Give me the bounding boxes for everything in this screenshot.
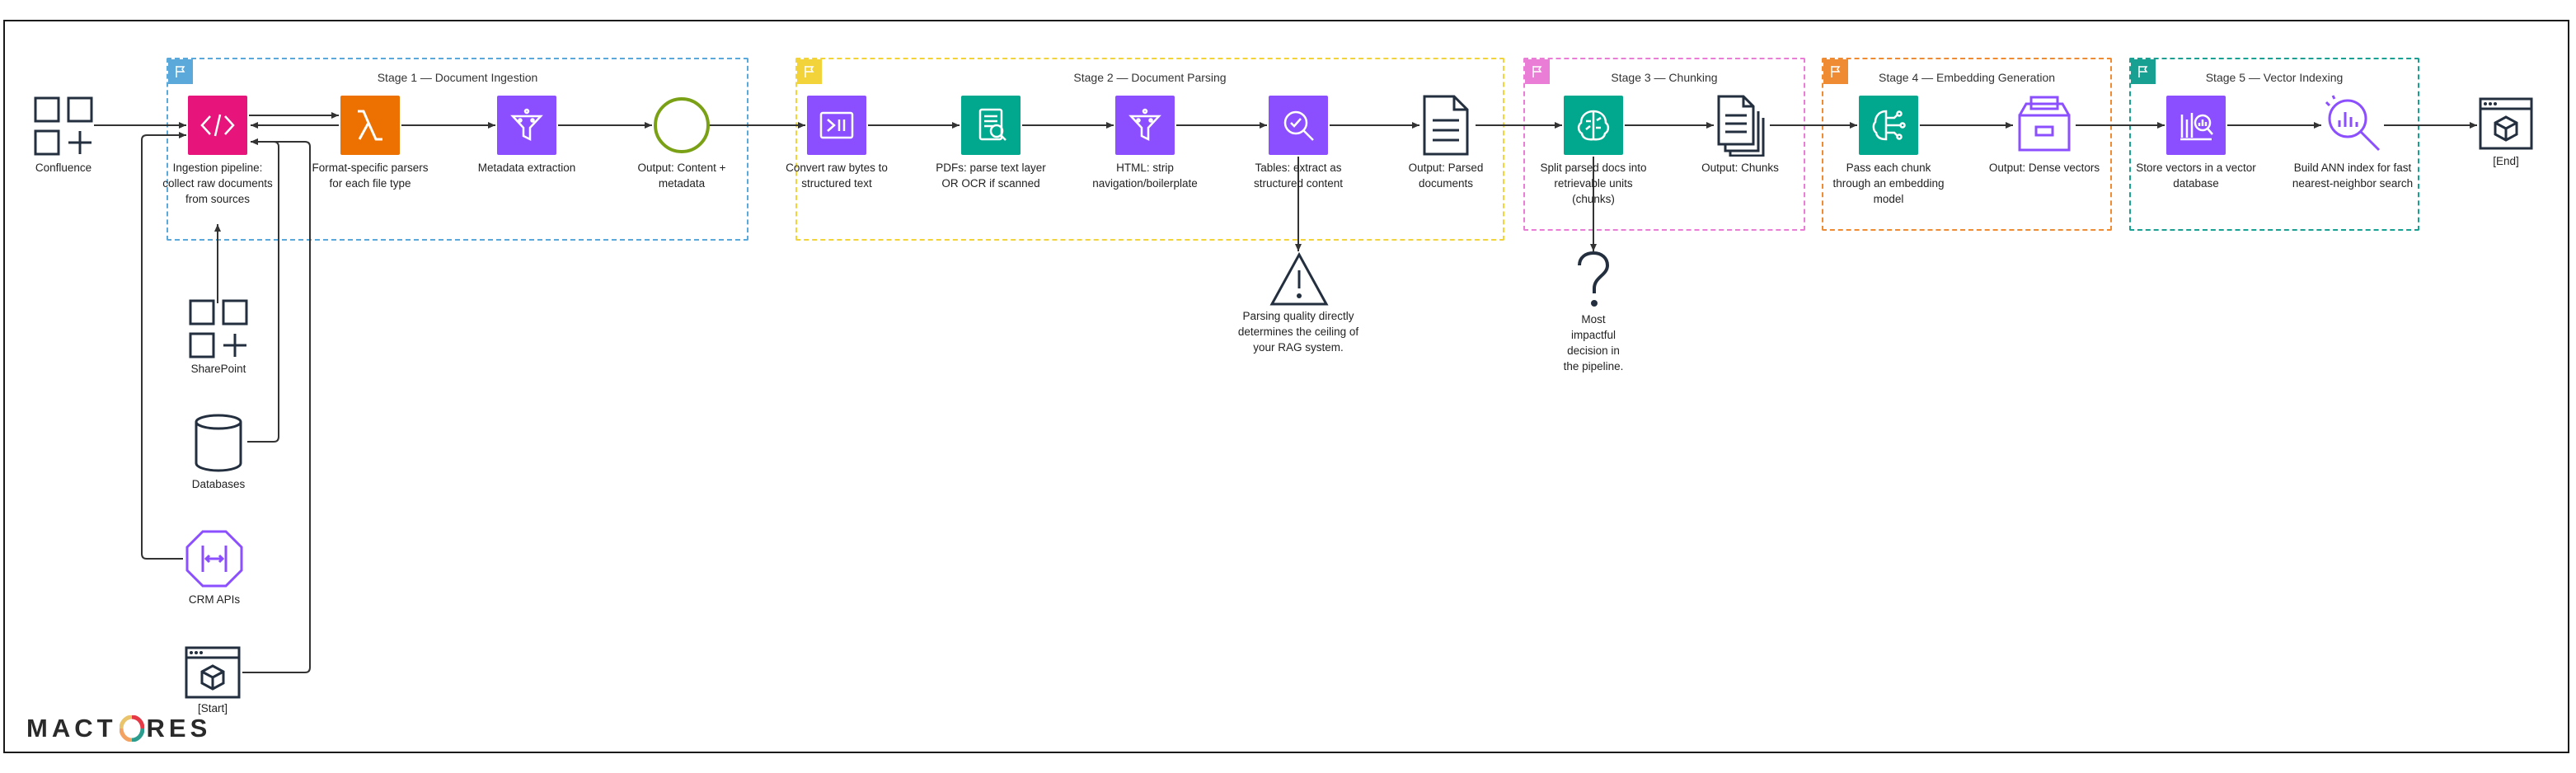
parsers-label: Format-specific parsers for each file ty… <box>312 162 429 190</box>
flag-icon <box>2131 59 2156 84</box>
embed-node[interactable] <box>1859 96 1918 155</box>
document-scan-icon <box>978 108 1006 141</box>
convert-node[interactable] <box>807 96 866 155</box>
logo-o-icon <box>119 715 144 742</box>
api-gateway-icon <box>185 529 244 588</box>
stage-2-box: Stage 2 — Document Parsing <box>795 58 1504 241</box>
confluence-label: Confluence <box>35 162 92 174</box>
archive-icon[interactable] <box>2015 94 2074 153</box>
model-icon <box>1872 110 1906 141</box>
output-chunks-label: Output: Chunks <box>1701 162 1779 174</box>
lambda-icon <box>358 110 382 141</box>
edge-crm-ingestion <box>141 132 186 560</box>
store-node[interactable] <box>2166 96 2226 155</box>
brain-icon <box>1577 110 1610 141</box>
store-label: Store vectors in a vector database <box>2136 162 2256 190</box>
stage-4-box: Stage 4 — Embedding Generation <box>1822 58 2112 231</box>
crm-label: CRM APIs <box>188 593 241 606</box>
tables-label: Tables: extract as structured content <box>1253 162 1344 190</box>
ann-label: Build ANN index for fast nearest-neighbo… <box>2292 162 2414 190</box>
stage-4-title: Stage 4 — Embedding Generation <box>1878 71 2056 84</box>
chunking-note-label: Most impactful decision in the pipeline. <box>1563 313 1624 372</box>
parsers-node[interactable] <box>340 96 400 155</box>
stage-1-title: Stage 1 — Document Ingestion <box>377 71 538 84</box>
ingestion-icon <box>200 114 235 137</box>
ingestion-pipeline-node[interactable] <box>188 96 247 155</box>
stage-5-title: Stage 5 — Vector Indexing <box>2205 71 2344 84</box>
search-chart-icon[interactable] <box>2323 94 2382 153</box>
metadata-node[interactable] <box>497 96 556 155</box>
start-label: [Start] <box>197 702 228 714</box>
embed-label: Pass each chunk through an embedding mod… <box>1832 162 1945 205</box>
ingestion-pipeline-label: Ingestion pipeline: collect raw document… <box>162 162 273 205</box>
end-window-icon[interactable] <box>2479 97 2533 150</box>
documents-icon[interactable] <box>1715 94 1768 157</box>
document-icon[interactable] <box>1421 94 1471 157</box>
magnifier-icon <box>1283 110 1314 141</box>
mactores-logo: MACT RES <box>26 714 211 743</box>
stage-3-box: Stage 3 — Chunking <box>1523 58 1805 231</box>
parsing-note-label: Parsing quality directly determines the … <box>1237 310 1359 354</box>
start-window-icon[interactable] <box>185 646 241 699</box>
confluence-icon <box>33 96 94 157</box>
metadata-label: Metadata extraction <box>477 162 576 174</box>
output-parsed-label: Output: Parsed documents <box>1408 162 1484 190</box>
pdfs-node[interactable] <box>961 96 1021 155</box>
databases-label: Databases <box>191 478 246 490</box>
stage-2-title: Stage 2 — Document Parsing <box>1073 71 1227 84</box>
flag-icon <box>1823 59 1848 84</box>
pdfs-label: PDFs: parse text layer OR OCR if scanned <box>936 162 1046 190</box>
logo-text-right: RES <box>146 714 212 743</box>
sharepoint-icon <box>188 298 249 359</box>
output-content-label: Output: Content + metadata <box>637 162 726 190</box>
warning-icon <box>1269 251 1329 307</box>
database-search-icon <box>2180 113 2213 141</box>
convert-label: Convert raw bytes to structured text <box>786 162 888 190</box>
output-vectors-label: Output: Dense vectors <box>1988 162 2100 174</box>
question-icon <box>1573 251 1614 310</box>
tables-node[interactable] <box>1269 96 1328 155</box>
funnel-icon <box>510 108 543 142</box>
database-icon <box>193 414 244 473</box>
transform-icon <box>819 111 854 139</box>
output-circle-icon[interactable] <box>654 97 710 153</box>
html-strip-label: HTML: strip navigation/boilerplate <box>1092 162 1198 190</box>
logo-text-left: MACT <box>26 714 117 743</box>
sharepoint-label: SharePoint <box>190 363 246 375</box>
funnel-icon <box>1128 108 1161 142</box>
end-label: [End] <box>2493 155 2519 167</box>
flag-icon <box>797 59 822 84</box>
flag-icon <box>168 59 193 84</box>
flag-icon <box>1525 59 1550 84</box>
diagram-frame <box>3 20 2569 753</box>
edge-start-ingestion <box>242 138 311 673</box>
stage-1-box: Stage 1 — Document Ingestion <box>167 58 748 241</box>
html-strip-node[interactable] <box>1115 96 1175 155</box>
stage-5-box: Stage 5 — Vector Indexing <box>2129 58 2419 231</box>
stage-3-title: Stage 3 — Chunking <box>1611 71 1718 84</box>
split-label: Split parsed docs into retrievable units… <box>1540 162 1647 205</box>
split-node[interactable] <box>1564 96 1623 155</box>
